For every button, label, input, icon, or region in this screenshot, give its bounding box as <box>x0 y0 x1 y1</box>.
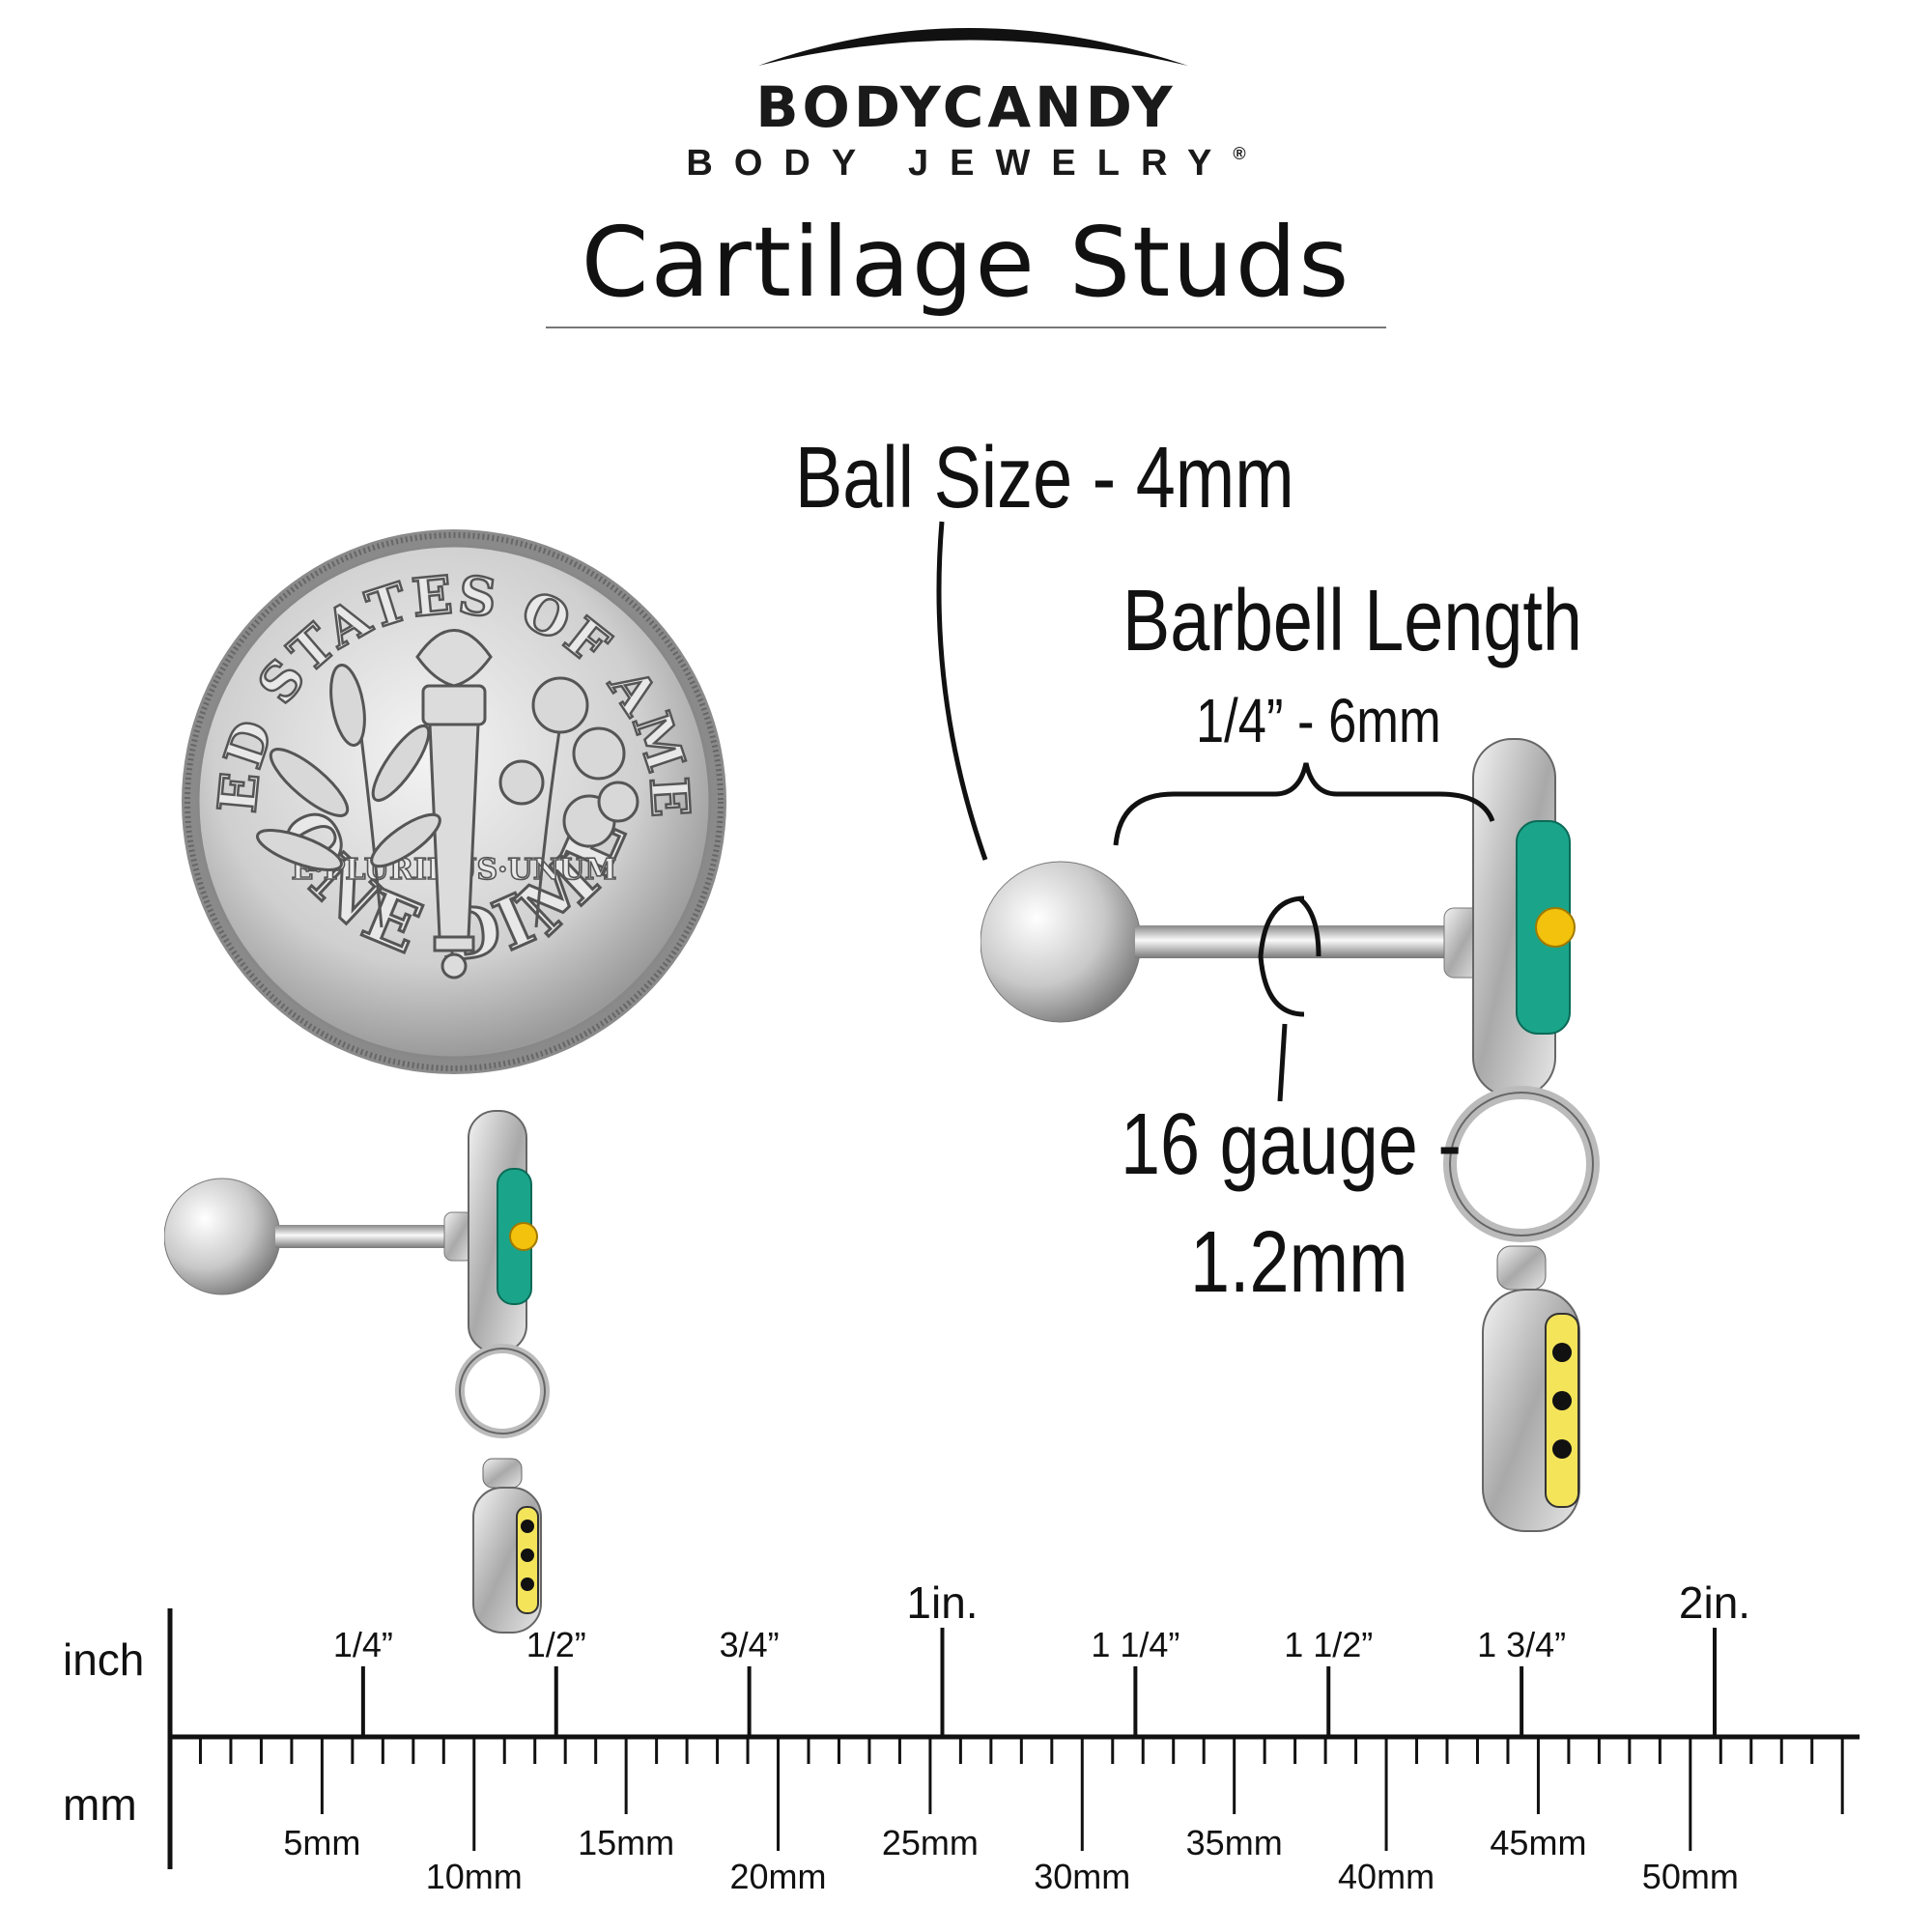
mm-tick-label: 10mm <box>426 1857 523 1896</box>
dime-coin: UNITED STATES OF AMERICA ONE DIME E·PLUR… <box>164 512 726 1074</box>
jewelry-large-image <box>980 738 1600 1532</box>
inch-tick-label: 1in. <box>906 1577 978 1628</box>
jewelry-small-image <box>164 1110 550 1634</box>
mm-tick-label: 40mm <box>1338 1857 1435 1896</box>
brand-logo: BODYCANDY <box>755 74 1177 140</box>
olive-branch-icon <box>256 664 441 928</box>
mm-tick-label: 35mm <box>1186 1823 1283 1862</box>
ball-size-label: Ball Size - 4mm <box>795 430 1294 526</box>
gauge-label-line1: 16 gauge - <box>1121 1096 1462 1193</box>
torch-icon <box>415 629 493 980</box>
ruler-inch-label: inch <box>63 1634 145 1685</box>
inch-tick-label: 1/2” <box>526 1625 586 1664</box>
brand-tagline: BODY JEWELRY® <box>686 143 1246 184</box>
mm-tick-label: 45mm <box>1490 1823 1586 1862</box>
logo-arc <box>758 28 1188 66</box>
mm-tick-label: 25mm <box>882 1823 979 1862</box>
mm-tick-label: 20mm <box>730 1857 827 1896</box>
mm-tick-label: 15mm <box>578 1823 674 1862</box>
inch-tick-label: 3/4” <box>720 1625 780 1664</box>
mm-tick-label: 5mm <box>283 1823 360 1862</box>
inch-tick-label: 2in. <box>1679 1577 1750 1628</box>
title-divider <box>546 327 1386 328</box>
mm-tick-label: 50mm <box>1642 1857 1739 1896</box>
barbell-length-value: 1/4” - 6mm <box>1196 686 1441 755</box>
barbell-length-title: Barbell Length <box>1122 573 1582 669</box>
inch-tick-label: 1 3/4” <box>1477 1625 1566 1664</box>
gauge-label-line2: 1.2mm <box>1190 1214 1408 1311</box>
mm-tick-label: 30mm <box>1034 1857 1130 1896</box>
oak-branch-icon <box>498 676 639 928</box>
inch-tick-label: 1 1/2” <box>1284 1625 1373 1664</box>
inch-tick-label: 1 1/4” <box>1091 1625 1179 1664</box>
page-title: Cartilage Studs <box>581 206 1351 319</box>
inch-tick-label: 1/4” <box>333 1625 393 1664</box>
ruler-mm-label: mm <box>63 1779 137 1830</box>
